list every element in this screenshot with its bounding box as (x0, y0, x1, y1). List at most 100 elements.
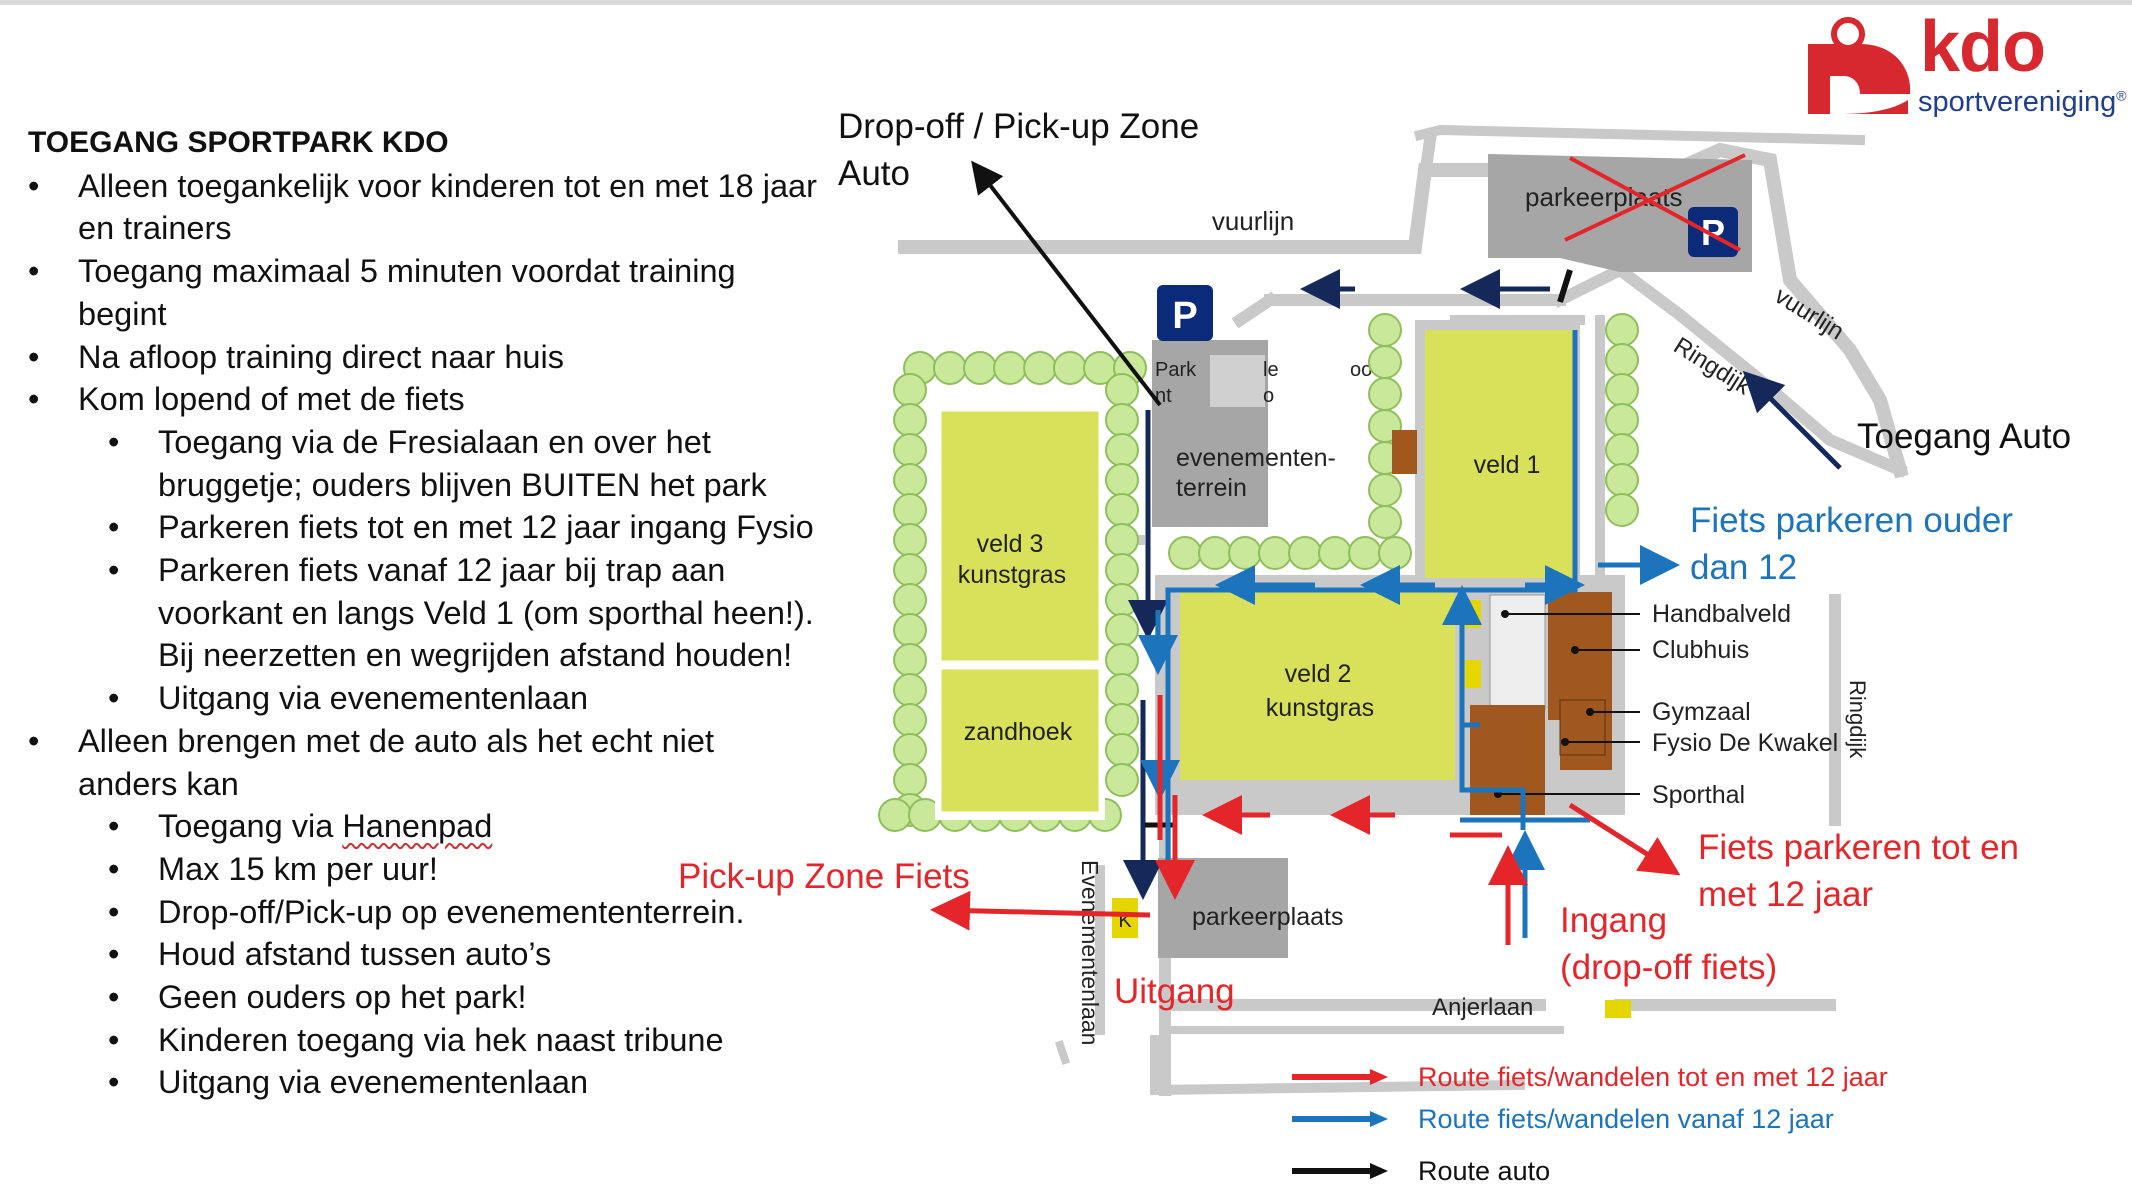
legend-label: Route fiets/wandelen vanaf 12 jaar (1418, 1103, 1834, 1134)
rule-text: Na afloop training direct naar huis (78, 338, 564, 375)
rule-subitem-12: Houd afstand tussen auto’s (28, 933, 818, 976)
uitgang-callout: Uitgang (1114, 972, 1235, 1011)
tree-shape (893, 433, 927, 467)
top-border (0, 0, 2132, 5)
tree-shape (1368, 377, 1402, 411)
tree-shape (893, 643, 927, 677)
tree-shape (1258, 536, 1292, 570)
tree-shape (1105, 553, 1139, 587)
kdo-logo-mark (1808, 17, 1911, 114)
handbalveld-label: Handbalveld (1652, 600, 1791, 628)
tree-shape (1105, 403, 1139, 437)
ringdijk-label-right: Ringdijk (1845, 680, 1870, 759)
tree-shape (893, 763, 927, 797)
tree-shape (1228, 536, 1262, 570)
rule-subitem-6: Parkeren fiets vanaf 12 jaar bij trap aa… (28, 549, 818, 677)
tree-shape (1105, 523, 1139, 557)
legend-arrow (1292, 1069, 1388, 1085)
tree-shape (893, 703, 927, 737)
rule-text: Houd afstand tussen auto’s (158, 936, 552, 973)
rule-text: Drop-off/Pick-up op evenemententerrein. (158, 893, 745, 930)
tree-shape (1105, 463, 1139, 497)
legend-label: Route auto (1418, 1155, 1551, 1186)
tree-shape (893, 553, 927, 587)
tree-shape (878, 798, 912, 832)
obscured-text-4: o (1263, 385, 1274, 407)
dropoff-pointer-arrow (971, 160, 1162, 407)
cross-out-line-a (1564, 153, 1746, 242)
rules-heading: TOEGANG SPORTPARK KDO (28, 126, 449, 159)
tree-shape (1105, 613, 1139, 647)
parking-icon-event: P (1172, 295, 1197, 337)
tree-shape (893, 613, 927, 647)
dropoff-callout-text: Drop-off / Pick-up Zone Auto (838, 107, 1200, 193)
evenementenlaan-label: Evenementenlaan (1077, 860, 1103, 1045)
veld3-label-1: veld 3 (977, 530, 1044, 558)
tree-shape (1368, 505, 1402, 539)
rules-list: Alleen toegankelijk voor kinderen tot en… (28, 165, 818, 1104)
car-entry-route (1123, 269, 1842, 900)
access-rules-panel: TOEGANG SPORTPARK KDO Alleen toegankelij… (28, 122, 818, 1104)
toegang-auto-callout: Toegang Auto (1857, 417, 2072, 456)
rule-item-8: Alleen brengen met de auto als het echt … (28, 720, 818, 805)
ingang-line2: (drop-off fiets) (1560, 948, 1778, 987)
obscured-text-3: le (1263, 359, 1279, 381)
rule-text: Kom lopend of met de fiets (78, 381, 465, 418)
tree-shape (1053, 351, 1087, 385)
tree-shape (1023, 351, 1057, 385)
tree-shape (1368, 313, 1402, 347)
tree-shape (1198, 536, 1232, 570)
obscured-text-1: Park (1155, 359, 1197, 381)
tree-shape (1105, 373, 1139, 407)
logo-subtitle-text: sportvereniging (1918, 86, 2117, 118)
tree-shape (1288, 536, 1322, 570)
red-route (930, 695, 1681, 945)
parkeerplaats-top: parkeerplaats P (1488, 153, 1752, 272)
pickup-fiets-callout: Pick-up Zone Fiets (678, 857, 970, 896)
tree-shape (1605, 373, 1639, 407)
tree-rows (878, 313, 1639, 832)
rule-subitem-4: Toegang via de Fresialaan en over het br… (28, 421, 818, 506)
veld-1-area: veld 1 (1392, 320, 1580, 585)
dropoff-callout: Drop-off / Pick-up Zone Auto (838, 103, 1258, 197)
tree-shape (893, 373, 927, 407)
fysio-label: Fysio De Kwakel (1652, 729, 1838, 757)
rule-text: Parkeren fiets vanaf 12 jaar bij trap aa… (158, 552, 814, 674)
rule-subitem-13: Geen ouders op het park! (28, 976, 818, 1019)
rule-text: Toegang via de Fresialaan en over het br… (158, 423, 767, 503)
ingang-line1: Ingang (1560, 901, 1668, 940)
tree-shape (1605, 433, 1639, 467)
rule-text: Alleen toegankelijk voor kinderen tot en… (78, 167, 817, 247)
tree-shape (1105, 583, 1139, 617)
rule-text: Parkeren fiets tot en met 12 jaar ingang… (158, 509, 814, 546)
tree-shape (1105, 643, 1139, 677)
tree-shape (893, 733, 927, 767)
rule-subitem-14: Kinderen toegang via hek naast tribune (28, 1019, 818, 1062)
rule-subitem-7: Uitgang via evenementenlaan (28, 677, 818, 720)
tree-shape (1605, 463, 1639, 497)
veld2-label-2: kunstgras (1266, 694, 1374, 722)
rule-text: Toegang maximaal 5 minuten voordat train… (78, 253, 736, 332)
tree-shape (1368, 345, 1402, 379)
fiets-jong-line1: Fiets parkeren tot en (1698, 828, 2019, 867)
tree-shape (1605, 313, 1639, 347)
tree-shape (893, 673, 927, 707)
tree-shape (1105, 733, 1139, 767)
logo-registered-mark: ® (2116, 87, 2127, 104)
building-labels: Handbalveld Clubhuis Gymzaal Fysio De Kw… (1494, 600, 1838, 809)
anjerlaan-label: Anjerlaan (1432, 994, 1533, 1021)
tree-shape (1105, 763, 1139, 797)
logo-brand: kdo (1920, 7, 2046, 87)
ingang-callout: Ingang (drop-off fiets) (1560, 897, 1777, 991)
tree-shape (1318, 536, 1352, 570)
vuurlijn-label-top: vuurlijn (1212, 206, 1294, 236)
veld3-label-2: kunstgras (958, 561, 1066, 589)
legend-arrow (1292, 1111, 1388, 1127)
rule-text-spellcheck-word: Hanenpad (342, 808, 493, 845)
sporthal-label: Sporthal (1652, 781, 1745, 809)
clubhuis-label: Clubhuis (1652, 636, 1749, 664)
logo-subtitle: sportvereniging® (1918, 86, 2127, 119)
tree-shape (893, 493, 927, 527)
tree-shape (1105, 433, 1139, 467)
